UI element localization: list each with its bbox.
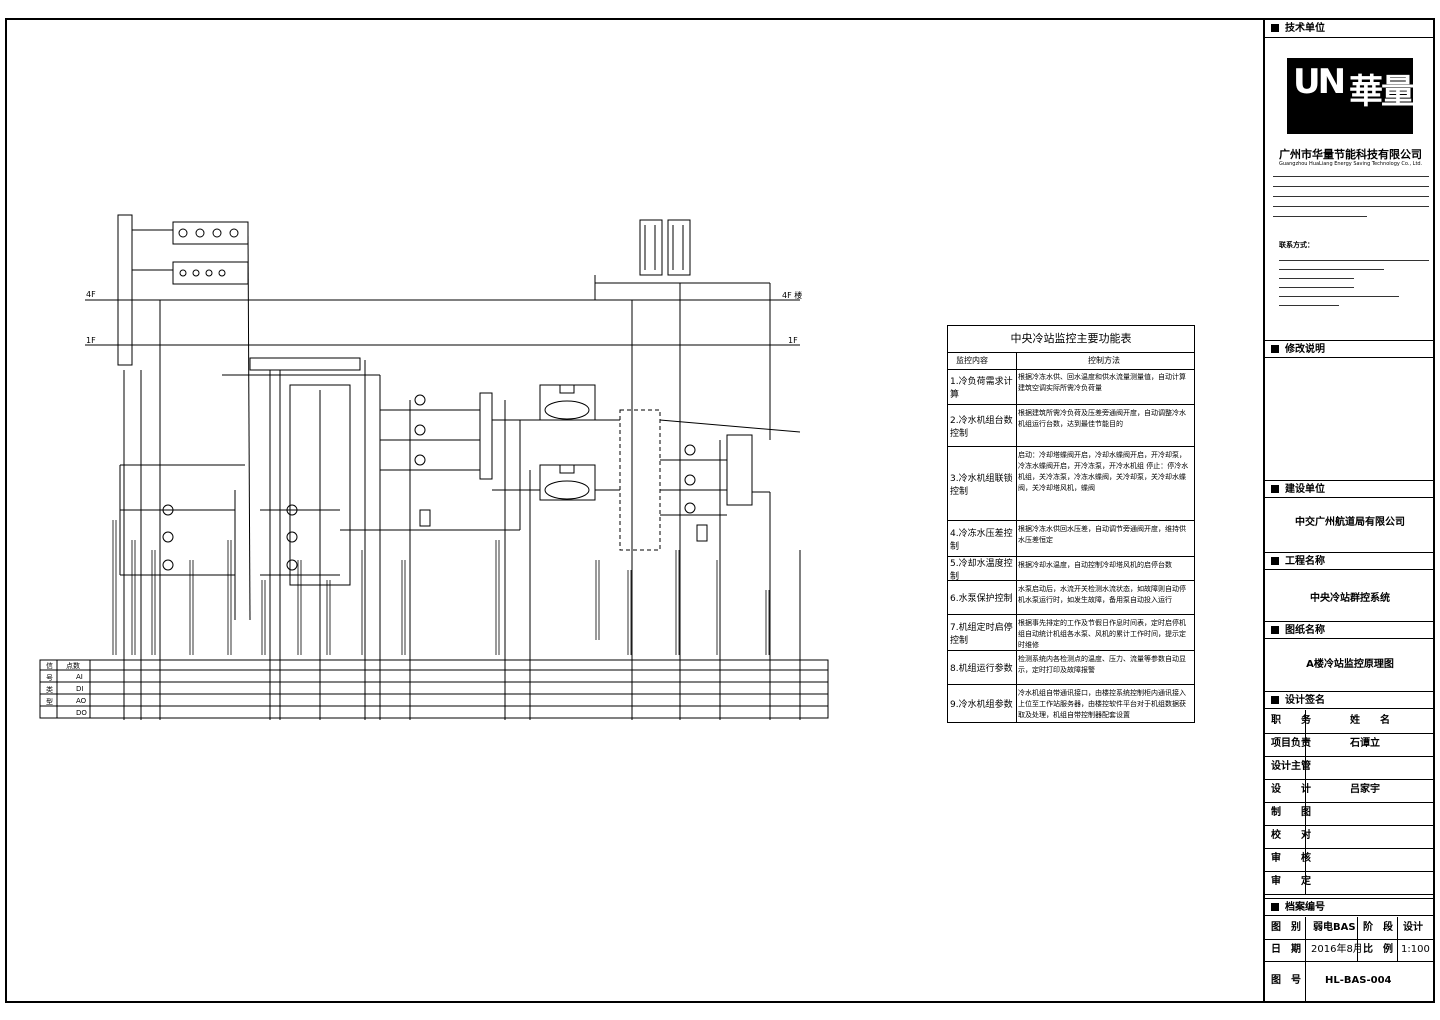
drawing-frame — [5, 18, 1435, 1003]
sign-row: 审 核 — [1265, 848, 1435, 872]
contact-info — [1279, 252, 1429, 306]
col-monitor-label: 监控内容 — [956, 356, 988, 365]
number-label: 图 号 — [1271, 975, 1301, 986]
function-row: 3.冷水机组联锁控制 启动：冷却塔蝶阀开启，冷却水蝶阀开启，开冷却泵，冷冻水蝶阀… — [948, 447, 1194, 521]
sign-row: 制 图 — [1265, 802, 1435, 826]
sign-row: 设 计 吕家宇 — [1265, 779, 1435, 803]
function-row-value: 根据建筑所需冷负荷及压差旁通阀开度，自动调整冷水机组运行台数，达到最佳节能目的 — [1018, 409, 1186, 428]
floor-4f-label: 4F — [86, 290, 96, 299]
function-row-value: 根据冷冻水供、回水温度和供水流量测量值，自动计算建筑空调实际所需冷负荷量 — [1018, 373, 1186, 392]
io-side-1: 信 — [46, 662, 53, 670]
function-row-key: 2.冷水机组台数控制 — [950, 415, 1013, 439]
sign-table: 职 务 姓 名 项目负责 石谭立 设计主管 设 计 吕家宇 制 图 校 对 审 … — [1265, 710, 1435, 896]
revision-header: 修改说明 — [1265, 340, 1435, 358]
date-label: 日 期 — [1271, 944, 1301, 955]
contact-label: 联系方式： — [1279, 241, 1314, 249]
company-description — [1273, 170, 1429, 240]
type-label: 图 别 — [1271, 922, 1301, 933]
company-logo: UN 華量 — [1287, 58, 1415, 134]
col-method-label: 控制方法 — [1088, 356, 1120, 365]
project-name: 中央冷站群控系统 — [1310, 593, 1390, 604]
io-side-3: 类 — [46, 686, 53, 694]
number-value: HL-BAS-004 — [1325, 975, 1392, 986]
sign-row: 项目负责 石谭立 — [1265, 733, 1435, 757]
function-row-value: 根据冷冻水供回水压差，自动调节旁通阀开度，维持供水压差恒定 — [1018, 525, 1186, 544]
function-row-key: 8.机组运行参数 — [950, 664, 1013, 674]
function-row-value: 冷水机组自带通讯接口，由楼控系统控制柜内通讯接入上位至工作站服务器，由楼控软件平… — [1018, 689, 1186, 719]
function-row-value: 检测系统内各检测点的温度、压力、流量等参数自动显示，定时打印及故障报警 — [1018, 655, 1186, 674]
function-row-value: 水泵启动后，水流开关检测水流状态，如故障则自动停机水泵运行时，如发生故障，备用泵… — [1018, 585, 1186, 604]
function-row: 8.机组运行参数 检测系统内各检测点的温度、压力、流量等参数自动显示，定时打印及… — [948, 651, 1194, 685]
function-row: 6.水泵保护控制 水泵启动后，水流开关检测水流状态，如故障则自动停机水泵运行时，… — [948, 581, 1194, 615]
function-row: 2.冷水机组台数控制 根据建筑所需冷负荷及压差旁通阀开度，自动调整冷水机组运行台… — [948, 405, 1194, 447]
function-row-key: 6.水泵保护控制 — [950, 594, 1013, 604]
owner-header: 建设单位 — [1265, 480, 1435, 498]
schematic — [39, 214, 829, 720]
project-header: 工程名称 — [1265, 552, 1435, 570]
sign-row: 设计主管 — [1265, 756, 1435, 780]
sign-row: 审 定 — [1265, 871, 1435, 895]
phase-value: 设计 — [1403, 922, 1423, 933]
file-table: 图 别 弱电BAS 阶 段 设计 日 期 2016年8月 比 例 1:100 图… — [1265, 917, 1435, 1001]
floor-1f-label: 1F — [86, 336, 96, 345]
floor-4f-right-label: 4F 楼 — [782, 291, 803, 300]
tech-unit-header: 技术单位 — [1265, 20, 1435, 38]
function-row: 9.冷水机组参数 冷水机组自带通讯接口，由楼控系统控制柜内通讯接入上位至工作站服… — [948, 685, 1194, 722]
sign-row: 校 对 — [1265, 825, 1435, 849]
sign-row: 职 务 姓 名 — [1265, 710, 1435, 734]
function-row: 4.冷冻水压差控制 根据冷冻水供回水压差，自动调节旁通阀开度，维持供水压差恒定 — [948, 521, 1194, 557]
io-side-2: 号 — [46, 674, 53, 682]
function-row: 5.冷却水温度控制 根据冷却水温度，自动控制冷却塔风机的启停台数 — [948, 557, 1194, 582]
phase-label: 阶 段 — [1363, 922, 1393, 933]
logo-letters: UN — [1293, 62, 1346, 102]
title-block: 技术单位 UN 華量 广州市华量节能科技有限公司 Guangzhou HuaLi… — [1263, 18, 1435, 1003]
io-type-di: DI — [76, 685, 84, 693]
io-type-ao: AO — [76, 697, 87, 705]
file-header: 档案编号 — [1265, 898, 1435, 916]
function-row-key: 4.冷冻水压差控制 — [950, 528, 1013, 552]
floor-1f-right-label: 1F — [788, 336, 798, 345]
drawing-name: A楼冷站监控原理图 — [1306, 659, 1394, 670]
sign-header: 设计签名 — [1265, 691, 1435, 709]
scale-value: 1:100 — [1401, 944, 1430, 955]
function-row-key: 1.冷负荷需求计算 — [950, 376, 1013, 400]
io-type-ai: AI — [76, 673, 83, 681]
function-table-header: 监控内容 控制方法 — [948, 352, 1194, 370]
owner-name: 中交广州航道局有限公司 — [1295, 517, 1405, 528]
scale-label: 比 例 — [1363, 944, 1393, 955]
function-table: 中央冷站监控主要功能表 监控内容 控制方法 1.冷负荷需求计算 根据冷冻水供、回… — [947, 325, 1195, 723]
io-side-4: 型 — [46, 698, 53, 706]
io-type-do: DO — [76, 709, 87, 717]
type-value: 弱电BAS — [1313, 922, 1356, 933]
drawing-header: 图纸名称 — [1265, 621, 1435, 639]
function-row-value: 根据事先排定的工作及节假日作息时间表，定时启停机组自动统计机组各水泵、风机的累计… — [1018, 619, 1186, 649]
function-row-value: 启动：冷却塔蝶阀开启，冷却水蝶阀开启，开冷却泵，冷冻水蝶阀开启，开冷冻泵，开冷水… — [1018, 451, 1189, 492]
function-row-key: 5.冷却水温度控制 — [950, 558, 1013, 582]
function-row: 7.机组定时启停控制 根据事先排定的工作及节假日作息时间表，定时启停机组自动统计… — [948, 615, 1194, 651]
function-row-value: 根据冷却水温度，自动控制冷却塔风机的启停台数 — [1018, 561, 1172, 569]
date-value: 2016年8月 — [1311, 944, 1363, 955]
company-name-en: Guangzhou HuaLiang Energy Saving Technol… — [1279, 161, 1423, 167]
logo-chars: 華量 — [1349, 72, 1415, 112]
function-row-key: 3.冷水机组联锁控制 — [950, 473, 1013, 497]
io-head: 点数 — [66, 662, 80, 670]
function-row-key: 7.机组定时启停控制 — [950, 622, 1013, 646]
company-name: 广州市华量节能科技有限公司 — [1279, 148, 1422, 161]
function-table-title: 中央冷站监控主要功能表 — [948, 326, 1194, 353]
function-row-key: 9.冷水机组参数 — [950, 700, 1013, 710]
function-row: 1.冷负荷需求计算 根据冷冻水供、回水温度和供水流量测量值，自动计算建筑空调实际… — [948, 369, 1194, 405]
